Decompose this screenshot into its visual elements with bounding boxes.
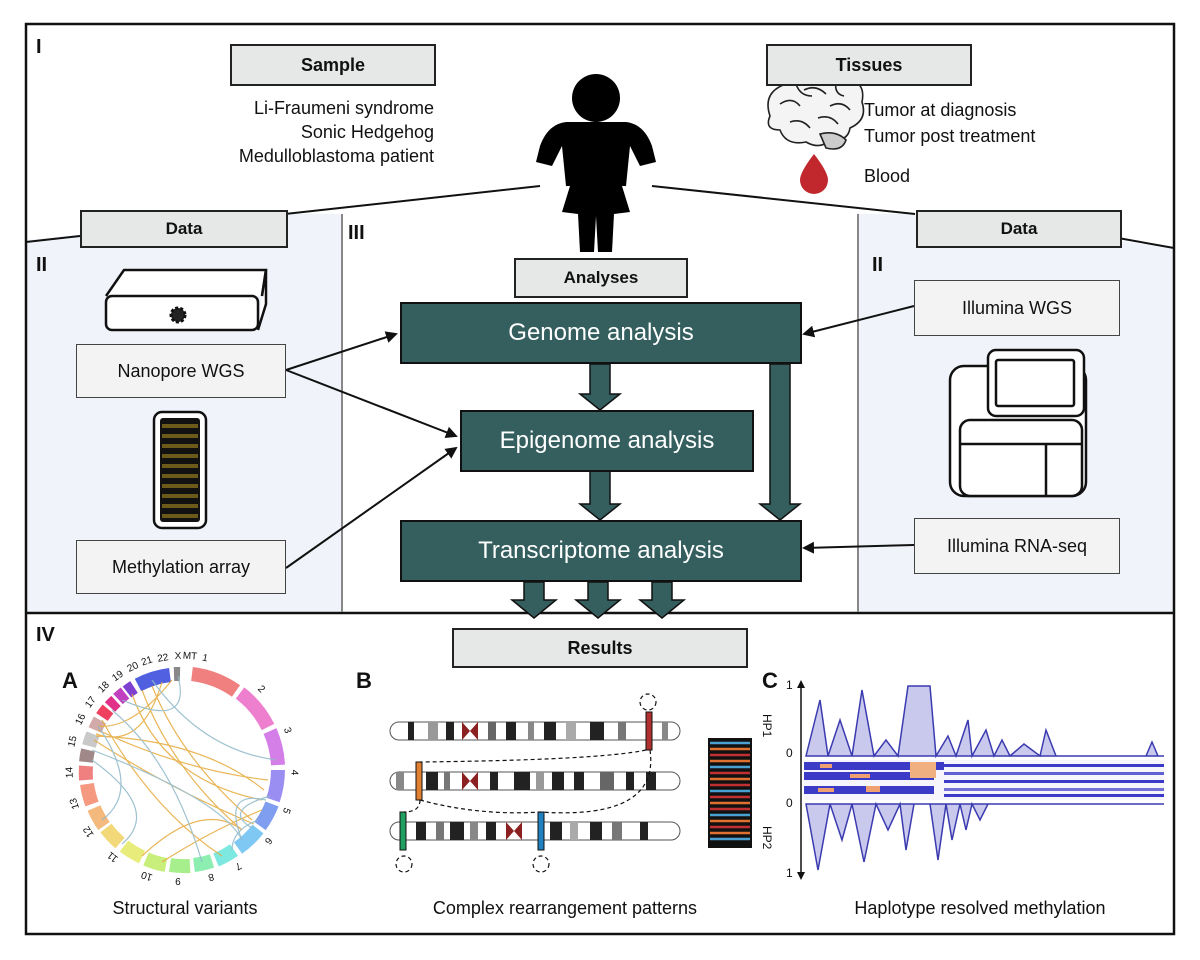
caption-complex-rearrangement: Complex rearrangement patterns xyxy=(432,898,698,918)
panel-letter-a: A xyxy=(62,668,78,693)
chromosome-diagram xyxy=(389,693,760,873)
data-left-header: Data xyxy=(80,210,288,248)
section-label-ii-left: II xyxy=(36,254,48,276)
tissue-item: Tumor at diagnosis xyxy=(864,100,1017,120)
section-label-i: I xyxy=(36,36,42,58)
hp2-label: HP2 xyxy=(760,826,774,850)
results-header: Results xyxy=(452,628,748,668)
methylation-array-box: Methylation array xyxy=(76,540,286,594)
haplotype-plot xyxy=(797,680,1164,880)
tissues-header: Tissues xyxy=(766,44,972,86)
transcriptome-analysis-box: Transcriptome analysis xyxy=(400,520,802,582)
illumina-sequencer-icon xyxy=(948,348,1088,498)
sample-description: Li-Fraumeni syndrome Sonic Hedgehog Medu… xyxy=(200,96,434,168)
tissue-item: Blood xyxy=(864,166,911,186)
section-label-ii-right: II xyxy=(872,254,884,276)
panel-letter-b: B xyxy=(356,668,372,693)
circos-chromosome-label: 9 xyxy=(175,874,182,887)
circos-plot xyxy=(78,666,285,874)
hp1-label: HP1 xyxy=(760,714,774,738)
sample-header: Sample xyxy=(230,44,436,86)
hp-tick: 0 xyxy=(786,796,793,810)
hp-tick: 1 xyxy=(786,678,793,692)
caption-haplotype-methylation: Haplotype resolved methylation xyxy=(854,898,1106,918)
nanopore-wgs-box: Nanopore WGS xyxy=(76,344,286,398)
nanopore-sequencer-icon xyxy=(104,268,268,332)
data-right-header: Data xyxy=(916,210,1122,248)
epigenome-analysis-box: Epigenome analysis xyxy=(460,410,754,472)
circos-chromosome-label: 22 xyxy=(156,651,169,665)
person-icon xyxy=(536,74,656,252)
circos-chromosome-label: MT xyxy=(182,650,198,663)
panel-letter-c: C xyxy=(762,668,778,693)
blood-drop-icon xyxy=(800,154,828,194)
sample-line: Sonic Hedgehog xyxy=(300,122,434,142)
hp-tick: 0 xyxy=(786,746,793,760)
brain-icon xyxy=(767,71,865,150)
hp-tick: 1 xyxy=(786,866,793,880)
genome-analysis-box: Genome analysis xyxy=(400,302,802,364)
tissue-item: Tumor post treatment xyxy=(864,126,1036,146)
section-label-iii: III xyxy=(348,222,365,244)
read-stack xyxy=(700,738,760,848)
sample-line: Li-Fraumeni syndrome xyxy=(253,98,434,118)
circos-chromosome-label: 4 xyxy=(288,769,300,776)
analyses-header: Analyses xyxy=(514,258,688,298)
methylation-array-icon xyxy=(152,410,208,530)
section-label-iv: IV xyxy=(36,624,55,646)
circos-chromosome-label: 14 xyxy=(64,766,76,779)
illumina-rnaseq-box: Illumina RNA-seq xyxy=(914,518,1120,574)
illumina-wgs-box: Illumina WGS xyxy=(914,280,1120,336)
sample-line: Medulloblastoma patient xyxy=(238,146,434,166)
caption-structural-variants: Structural variants xyxy=(112,898,258,918)
